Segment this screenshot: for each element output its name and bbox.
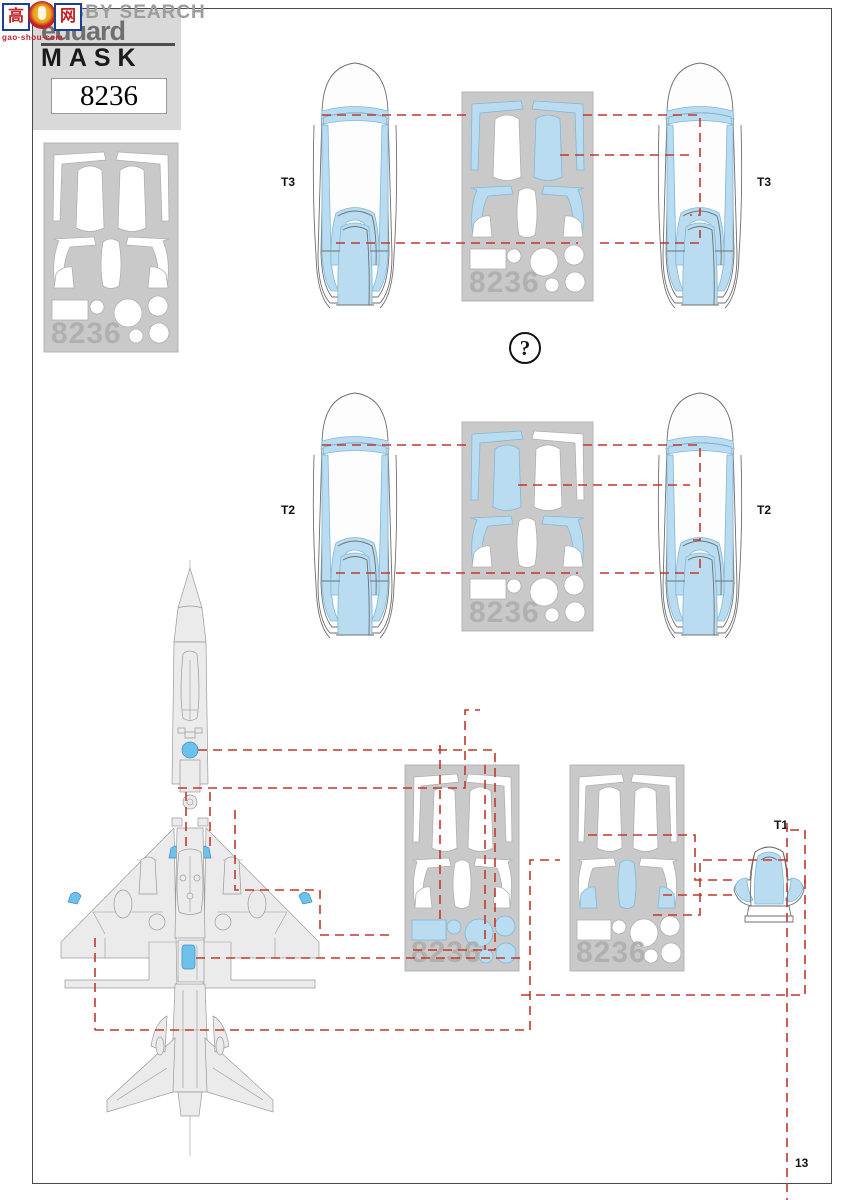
guide-lines-t3 xyxy=(322,114,701,244)
mask-sheet-t2: 8236 xyxy=(461,421,594,632)
mask-sheet-reference-number: 8236 xyxy=(51,317,122,350)
label-t2-right: T2 xyxy=(757,503,772,517)
page-number: 13 xyxy=(795,1156,809,1170)
kit-number-box: 8236 xyxy=(51,78,167,114)
kit-number-value: 8236 xyxy=(80,80,138,112)
label-t2-left: T2 xyxy=(281,503,296,517)
question-mark-separator-icon: ? xyxy=(509,332,541,364)
mask-sheet-reference: 8236 xyxy=(43,142,179,353)
mask-sheet-windscreen: 8236 xyxy=(569,764,685,972)
mask-product-line-label: MASK xyxy=(41,44,143,72)
brand-underline xyxy=(41,43,175,46)
mask-sheet-t2-number: 8236 xyxy=(469,596,540,629)
mask-sheet-t3-number: 8236 xyxy=(469,266,540,299)
mask-sheet-t3: 8236 xyxy=(461,91,594,302)
mask-sheet-landing-lights: 8236 xyxy=(404,764,520,972)
aircraft-underside-plan-view xyxy=(60,560,320,1156)
label-t3-left: T3 xyxy=(281,175,296,189)
mask-sheet-landing-lights-number: 8236 xyxy=(411,936,482,969)
label-t3-right: T3 xyxy=(757,175,772,189)
label-t1: T1 xyxy=(774,818,789,832)
mask-sheet-windscreen-number: 8236 xyxy=(576,936,647,969)
guide-lines-t2 xyxy=(322,444,701,574)
guide-lines-bottom xyxy=(94,709,790,1200)
